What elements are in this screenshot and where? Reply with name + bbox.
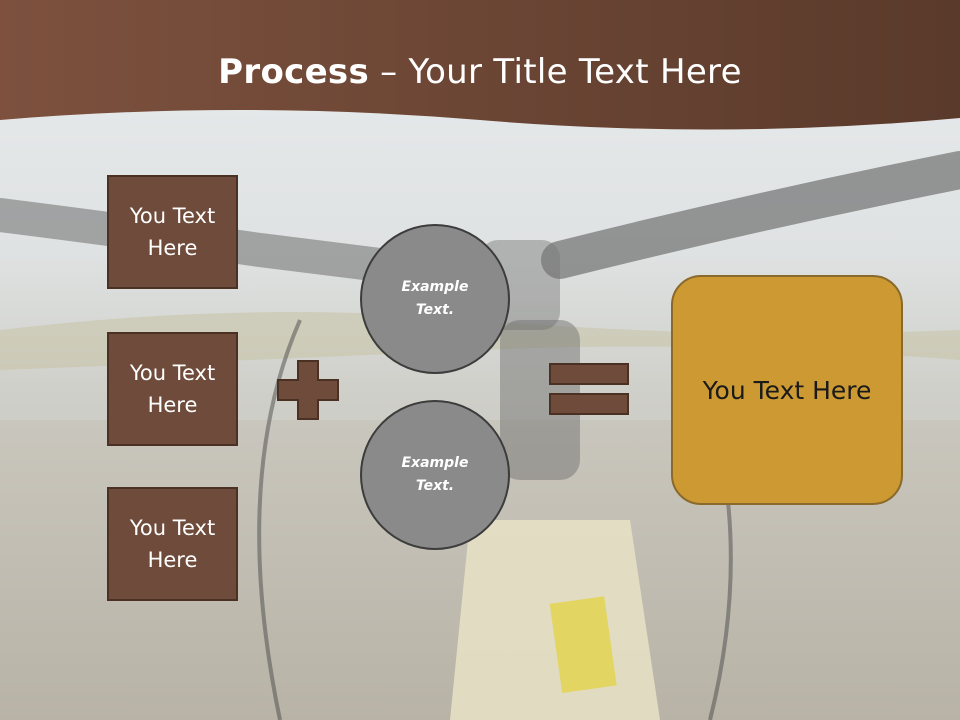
result-box: You Text Here <box>671 275 903 505</box>
left-box-2: You Text Here <box>107 332 238 446</box>
left-box-1: You Text Here <box>107 175 238 289</box>
title-rest: – Your Title Text Here <box>369 52 742 92</box>
header-band <box>0 0 960 130</box>
plus-sign-icon <box>277 360 339 420</box>
example-circle-1: Example Text. <box>360 224 510 374</box>
example-circle-2: Example Text. <box>360 400 510 550</box>
equals-sign-icon <box>549 363 629 415</box>
title-bold: Process <box>218 52 370 92</box>
slide-title: Process – Your Title Text Here <box>0 52 960 92</box>
left-box-3: You Text Here <box>107 487 238 601</box>
